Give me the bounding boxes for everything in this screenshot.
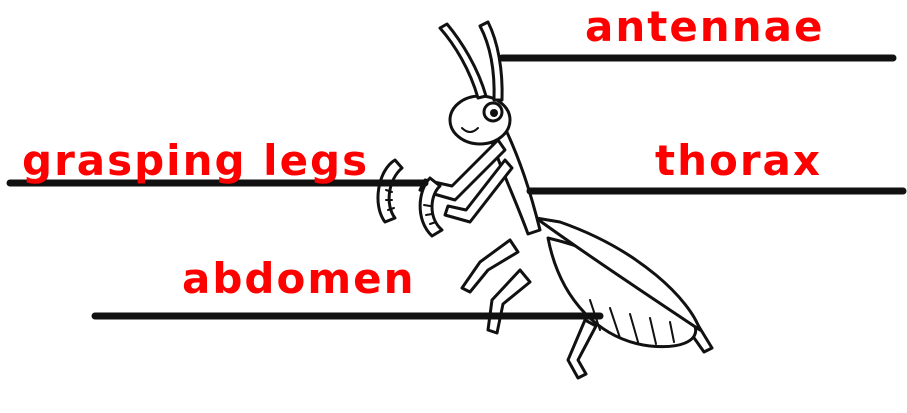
pupil xyxy=(490,109,498,117)
hind-leg-lower xyxy=(568,320,596,378)
praying-mantis-icon xyxy=(378,22,712,378)
head xyxy=(450,96,510,144)
grasping-legs-label: grasping legs xyxy=(22,140,369,182)
antenna-left xyxy=(440,24,486,98)
grasping-claw-right xyxy=(420,178,442,236)
abdomen-label: abdomen xyxy=(182,258,415,300)
thorax-label: thorax xyxy=(655,140,822,182)
antennae-label: antennae xyxy=(585,6,824,48)
hind-leg-left xyxy=(488,270,530,333)
